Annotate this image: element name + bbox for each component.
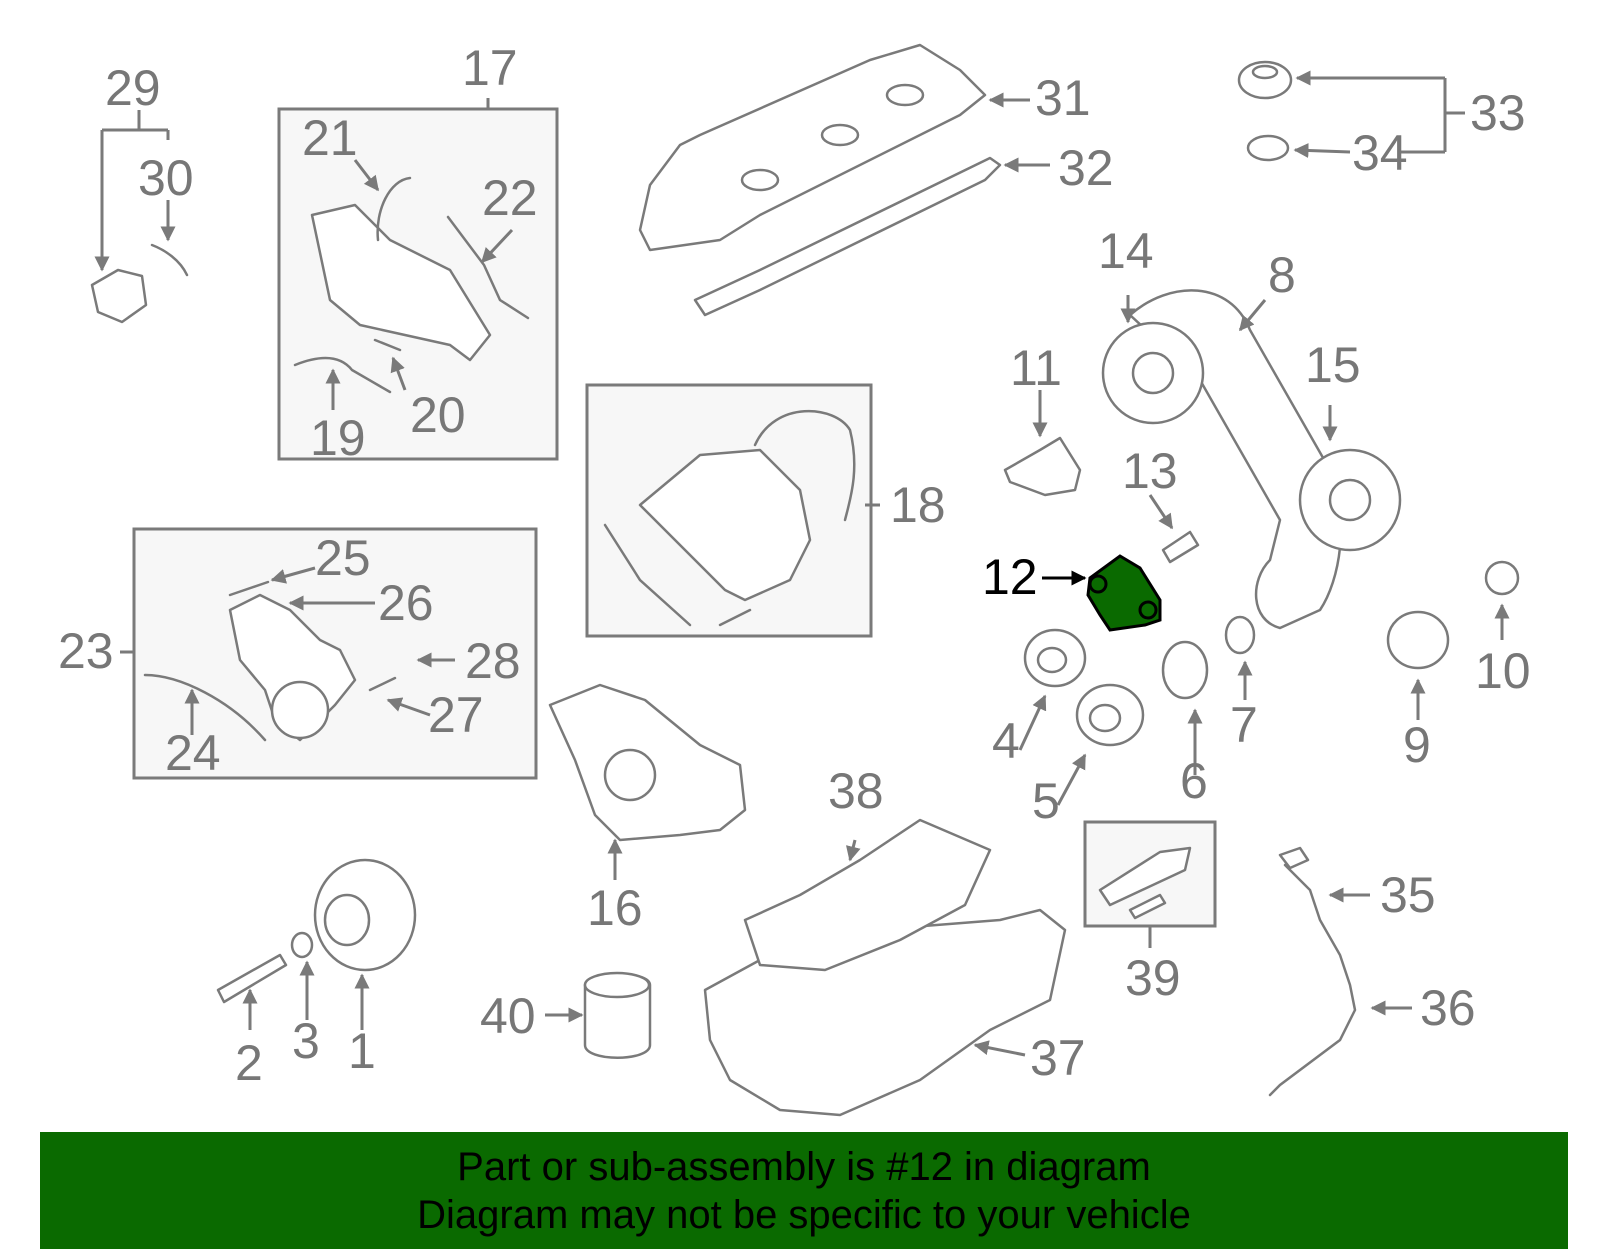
label-26: 26 [378, 575, 434, 631]
label-24: 24 [165, 725, 221, 781]
label-23: 23 [58, 623, 114, 679]
part-38-baffle [743, 818, 992, 972]
label-37: 37 [1030, 1030, 1086, 1086]
part-32-gasket [693, 156, 1002, 317]
part-18-cover [638, 448, 812, 602]
label-39: 39 [1125, 950, 1181, 1006]
part-34-cap-seal [1246, 134, 1290, 162]
label-13: 13 [1122, 443, 1178, 499]
part-3-washer [290, 931, 314, 959]
callout-labels: 1 2 3 4 5 6 7 8 9 10 11 12 13 14 15 16 1… [58, 40, 1531, 1091]
label-15: 15 [1305, 337, 1361, 393]
label-11: 11 [1010, 340, 1062, 396]
label-36: 36 [1420, 980, 1476, 1036]
label-9: 9 [1403, 717, 1431, 773]
part-11-tensioner [1003, 436, 1082, 497]
label-12: 12 [982, 549, 1038, 605]
banner-line-2: Diagram may not be specific to your vehi… [417, 1192, 1191, 1237]
part-2-bolt [216, 953, 288, 1004]
part-7-seal [1224, 615, 1256, 655]
label-8: 8 [1268, 247, 1296, 303]
label-10: 10 [1475, 643, 1531, 699]
label-28: 28 [465, 633, 521, 689]
label-29: 29 [105, 60, 161, 116]
label-6: 6 [1180, 753, 1208, 809]
label-33: 33 [1470, 85, 1526, 141]
label-7: 7 [1230, 697, 1258, 753]
label-40: 40 [480, 988, 536, 1044]
label-4: 4 [992, 713, 1020, 769]
part-39-sealant-tube [1098, 846, 1192, 907]
label-14: 14 [1098, 223, 1154, 279]
part-10-bushing [1484, 560, 1520, 596]
label-18: 18 [890, 477, 946, 533]
label-19: 19 [310, 410, 366, 466]
label-1: 1 [348, 1023, 376, 1079]
label-17: 17 [462, 40, 518, 96]
part-35-dipstick [1268, 863, 1357, 1097]
label-32: 32 [1058, 140, 1114, 196]
label-31: 31 [1035, 70, 1091, 126]
part-17-cover [310, 203, 492, 362]
part-13-bolt [1161, 530, 1200, 564]
label-27: 27 [428, 687, 484, 743]
label-22: 22 [482, 170, 538, 226]
part-9-idler [1386, 610, 1450, 670]
label-20: 20 [410, 387, 466, 443]
label-21: 21 [302, 110, 358, 166]
label-30: 30 [138, 150, 194, 206]
banner-line-1: Part or sub-assembly is #12 in diagram [457, 1144, 1151, 1189]
part-6-flange [1161, 640, 1209, 700]
part-31-valve-cover [638, 43, 987, 252]
label-2: 2 [235, 1035, 263, 1091]
label-5: 5 [1032, 773, 1060, 829]
label-35: 35 [1380, 867, 1436, 923]
label-16: 16 [587, 880, 643, 936]
label-3: 3 [292, 1013, 320, 1069]
label-25: 25 [315, 530, 371, 586]
info-banner: Part or sub-assembly is #12 in diagram D… [40, 1132, 1568, 1249]
label-34: 34 [1352, 125, 1408, 181]
label-38: 38 [828, 763, 884, 819]
bracket-29 [102, 110, 168, 270]
part-29-shape [90, 268, 148, 324]
